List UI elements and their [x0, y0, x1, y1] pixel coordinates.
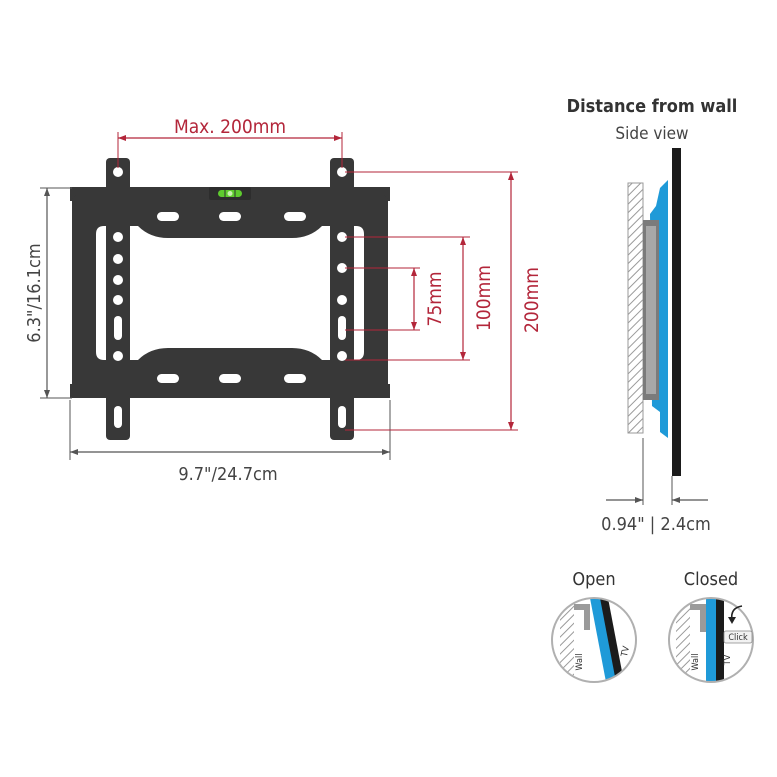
dimension-100mm-label: 100mm	[473, 265, 495, 331]
side-view-subtitle: Side view	[615, 124, 688, 144]
open-wall-label: Wall	[575, 654, 585, 671]
top-slot	[219, 212, 241, 221]
open-state-detail: Wall TV	[551, 597, 637, 683]
height-dimension	[40, 187, 72, 399]
tv-panel-side	[672, 148, 681, 476]
arm-hole	[113, 254, 123, 264]
tv-arm-detail	[590, 598, 618, 682]
bottom-slot	[157, 374, 179, 383]
click-label: Click	[728, 633, 748, 643]
closed-wall-label: Wall	[691, 654, 701, 671]
arm-hole	[337, 167, 347, 177]
arm-slot	[114, 406, 122, 428]
bottom-slot	[284, 374, 306, 383]
closed-state-detail: Click Wall TV	[668, 597, 754, 683]
closed-tv-label: TV	[723, 654, 733, 666]
arm-hole	[337, 263, 347, 273]
wall-bracket	[70, 158, 390, 440]
width-label: 9.7"/24.7cm	[178, 464, 277, 485]
tv-detail	[600, 598, 624, 682]
bracket-frame-opening	[96, 226, 364, 360]
arm-slot	[114, 316, 122, 340]
dimension-200mm-label: 200mm	[521, 267, 543, 333]
max-spacing-label: Max. 200mm	[174, 116, 286, 138]
tv-detail	[716, 598, 724, 682]
arm-hole	[113, 295, 123, 305]
arm-hole	[113, 351, 123, 361]
distance-dimension	[606, 438, 708, 505]
wall-detail	[560, 598, 574, 682]
dimension-75mm-label: 75mm	[424, 271, 446, 326]
dimension-100mm	[345, 236, 470, 361]
wall-plate-hook	[690, 604, 706, 632]
click-badge	[723, 630, 753, 644]
closed-state-label: Closed	[684, 569, 738, 590]
wall-plate-inner	[646, 226, 656, 394]
side-view-drawing	[627, 148, 681, 476]
side-view-title: Distance from wall	[567, 96, 738, 117]
arm-hole	[337, 351, 347, 361]
bottom-slot	[219, 374, 241, 383]
arm-slot	[338, 316, 346, 340]
open-state-label: Open	[572, 569, 615, 590]
wall-plate-hook	[574, 604, 590, 630]
top-slot	[284, 212, 306, 221]
dimension-200mm	[345, 171, 518, 431]
spirit-level-icon	[209, 187, 251, 200]
tv-arm-detail	[706, 598, 716, 682]
max-spacing-dimension	[117, 132, 343, 168]
arm-hole	[113, 275, 123, 285]
top-slot	[157, 212, 179, 221]
arm-hole	[337, 232, 347, 242]
open-tv-label: TV	[620, 645, 632, 659]
arm-slot	[338, 406, 346, 428]
arm-hole	[113, 232, 123, 242]
arm-hole	[113, 167, 123, 177]
arm-hole	[337, 295, 347, 305]
wall	[627, 182, 644, 434]
height-label: 6.3"/16.1cm	[24, 243, 45, 342]
click-arrow-head	[728, 617, 736, 624]
wall-detail	[676, 598, 690, 682]
distance-label: 0.94" | 2.4cm	[601, 514, 711, 535]
dimension-75mm	[345, 267, 420, 331]
